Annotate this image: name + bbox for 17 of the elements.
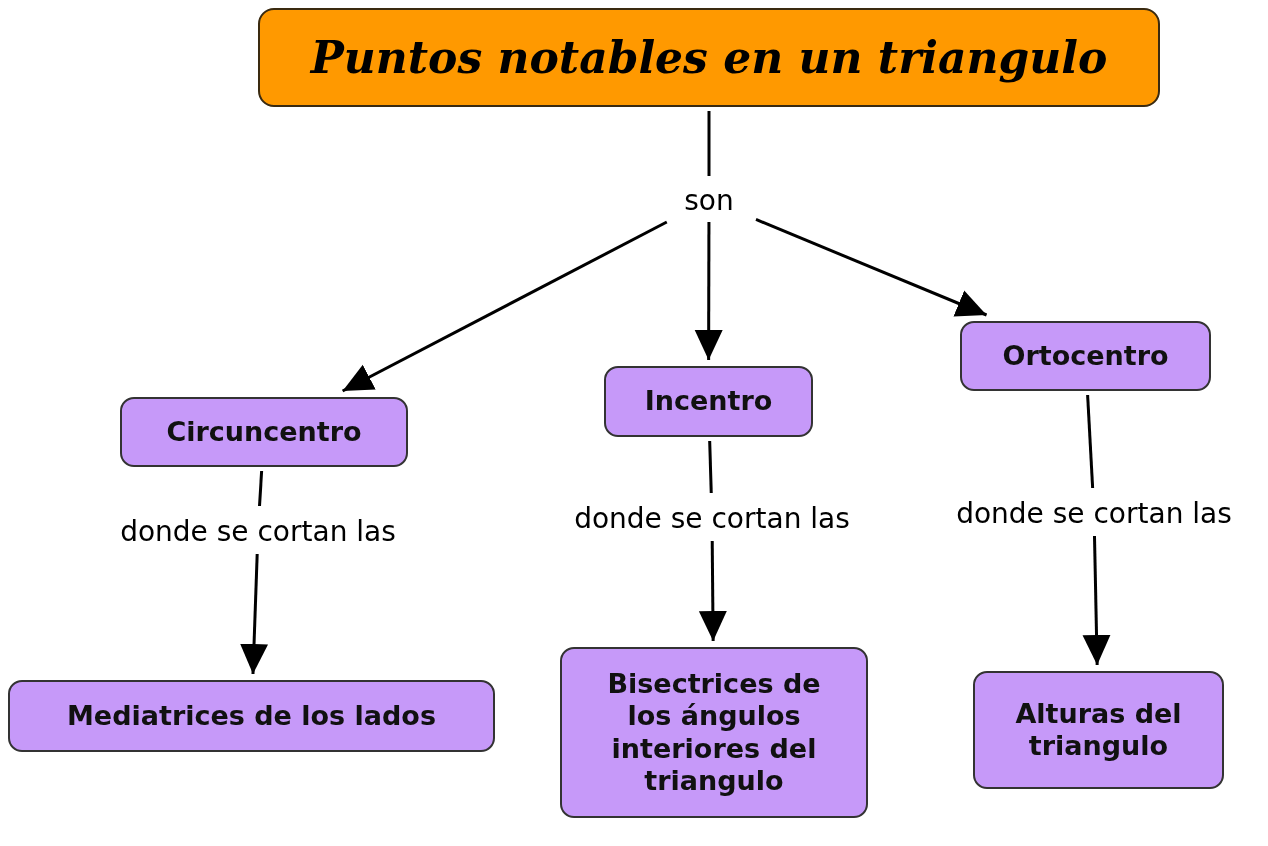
concept-box: Mediatrices de los lados [8, 680, 495, 752]
concept-box: Incentro [604, 366, 813, 437]
arrow [755, 218, 988, 317]
arrow [698, 541, 727, 641]
concept-box: Circuncentro [120, 397, 408, 467]
arrow [240, 553, 268, 675]
concept-box: Bisectrices de los ángulos interiores del triangulo [560, 647, 868, 818]
connector-line [707, 111, 711, 176]
concept-box: Alturas del triangulo [973, 671, 1224, 789]
connector-line [708, 440, 713, 494]
arrow [1082, 535, 1111, 666]
arrow [694, 222, 723, 360]
title-box: Puntos notables en un triangulo [258, 8, 1160, 107]
connector-line [258, 470, 264, 507]
concept-box: Ortocentro [960, 321, 1211, 391]
connector-line [1086, 394, 1095, 489]
arrow [341, 220, 668, 393]
